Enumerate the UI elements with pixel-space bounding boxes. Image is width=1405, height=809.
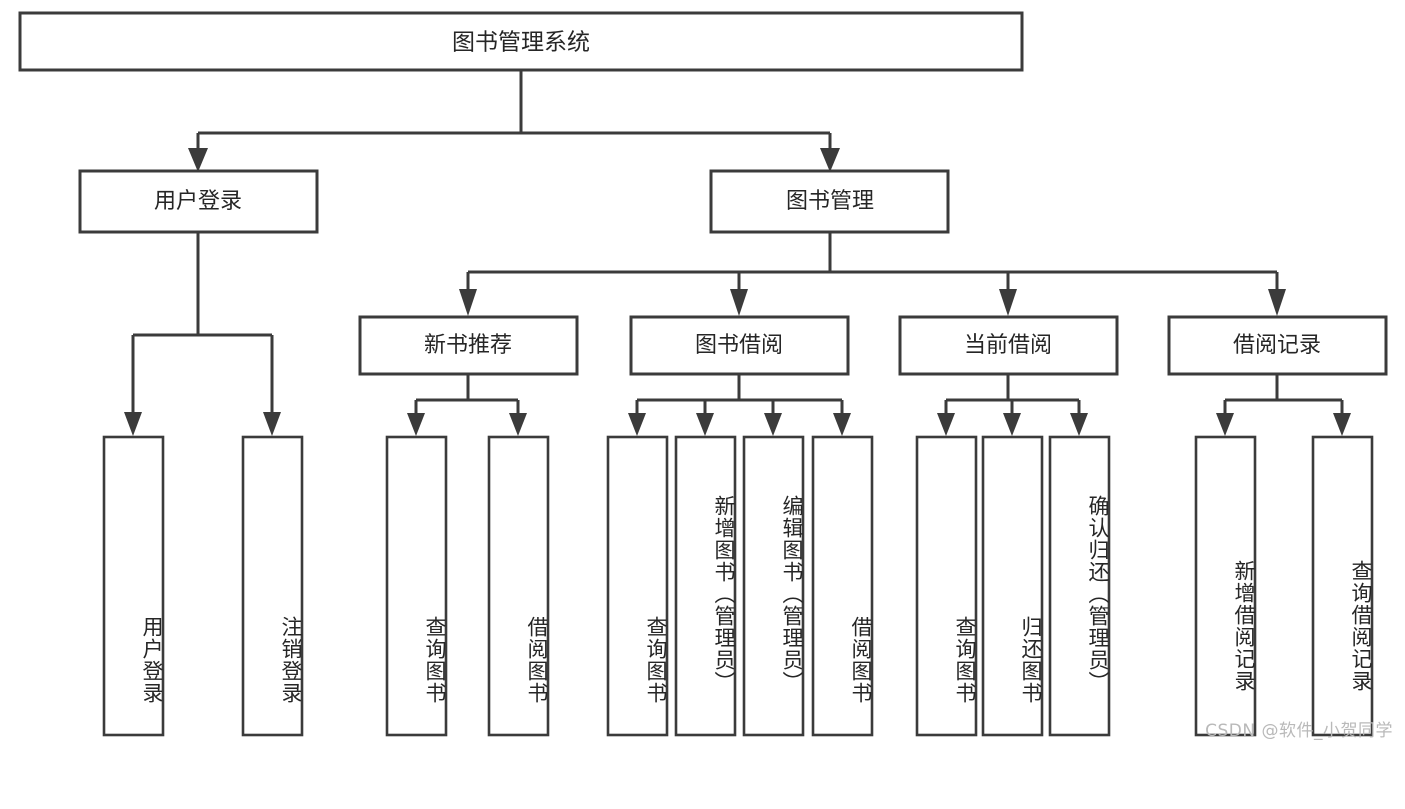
node-borrow-record-box[interactable] <box>1167 315 1388 376</box>
arrowhead-leaf-confirm-return <box>1070 413 1088 436</box>
arrowhead-new-book-recommend <box>459 289 477 316</box>
leaf-box-query-book-3[interactable] <box>915 435 978 737</box>
node-new-book-recommend-label: 新书推荐 <box>424 333 512 358</box>
node-user-login[interactable]: 用户登录 <box>78 169 319 234</box>
arrowhead-leaf-add-record <box>1216 413 1234 436</box>
arrowhead-leaf-borrow-book-2 <box>833 413 851 436</box>
leaf-box-borrow-book-2[interactable] <box>811 435 874 737</box>
arrowhead-leaf-return-book <box>1003 413 1021 436</box>
node-borrow-record-label: 借阅记录 <box>1233 333 1321 358</box>
node-book-management-label: 图书管理 <box>786 189 874 214</box>
leaf-box-edit-book[interactable] <box>742 435 805 737</box>
arrowhead-leaf-edit-book <box>764 413 782 436</box>
node-current-borrow-label: 当前借阅 <box>964 333 1052 358</box>
leaf-box-add-book[interactable] <box>674 435 737 737</box>
node-current-borrow[interactable]: 当前借阅 <box>898 315 1119 376</box>
arrowhead-leaf-add-book <box>696 413 714 436</box>
arrowhead-current-borrow <box>999 289 1017 316</box>
arrowhead-leaf-query-book-2 <box>628 413 646 436</box>
arrowhead-book-borrow <box>730 289 748 316</box>
arrowhead-leaf-user-login <box>124 412 142 436</box>
node-user-login-box[interactable] <box>78 169 319 234</box>
arrowhead-leaf-query-book-1 <box>407 413 425 436</box>
node-book-borrow[interactable]: 图书借阅 <box>629 315 850 376</box>
flowchart-canvas: 图书管理系统 用户登录 图书管理 新书推荐 图书借阅 当前借阅 借阅记录 <box>18 11 1393 741</box>
connector-group <box>124 70 1351 436</box>
node-book-management[interactable]: 图书管理 <box>709 169 950 234</box>
leaf-box-add-record[interactable] <box>1194 435 1257 737</box>
arrowhead-bookmgmt <box>820 148 840 172</box>
node-borrow-record[interactable]: 借阅记录 <box>1167 315 1388 376</box>
leaf-box-query-record[interactable] <box>1311 435 1374 737</box>
node-book-borrow-label: 图书借阅 <box>695 333 783 358</box>
arrowhead-borrow-record <box>1268 289 1286 316</box>
csdn-watermark: CSDN @软件_小贺同学 <box>1205 721 1393 741</box>
leaf-box-query-book-2[interactable] <box>606 435 669 737</box>
leaf-box-user-logout[interactable] <box>241 435 304 737</box>
node-book-management-box[interactable] <box>709 169 950 234</box>
node-new-book-recommend-box[interactable] <box>358 315 579 376</box>
arrowhead-leaf-query-record <box>1333 413 1351 436</box>
leaf-box-borrow-book-1[interactable] <box>487 435 550 737</box>
leaf-box-confirm-return[interactable] <box>1048 435 1111 737</box>
node-user-login-label: 用户登录 <box>154 189 242 214</box>
node-root[interactable]: 图书管理系统 <box>18 11 1024 72</box>
leaf-box-return-book[interactable] <box>981 435 1044 737</box>
arrowhead-leaf-user-logout <box>263 412 281 436</box>
node-root-label: 图书管理系统 <box>452 30 590 56</box>
hierarchy-svg: 图书管理系统 用户登录 图书管理 新书推荐 图书借阅 当前借阅 借阅记录 <box>18 11 1388 737</box>
node-current-borrow-box[interactable] <box>898 315 1119 376</box>
node-new-book-recommend[interactable]: 新书推荐 <box>358 315 579 376</box>
leaf-box-query-book-1[interactable] <box>385 435 448 737</box>
node-root-box[interactable] <box>18 11 1024 72</box>
arrowhead-userlogin <box>188 148 208 172</box>
leaf-box-group <box>102 435 1374 737</box>
node-book-borrow-box[interactable] <box>629 315 850 376</box>
arrowhead-leaf-borrow-book-1 <box>509 413 527 436</box>
arrowhead-leaf-query-book-3 <box>937 413 955 436</box>
leaf-box-user-login[interactable] <box>102 435 165 737</box>
